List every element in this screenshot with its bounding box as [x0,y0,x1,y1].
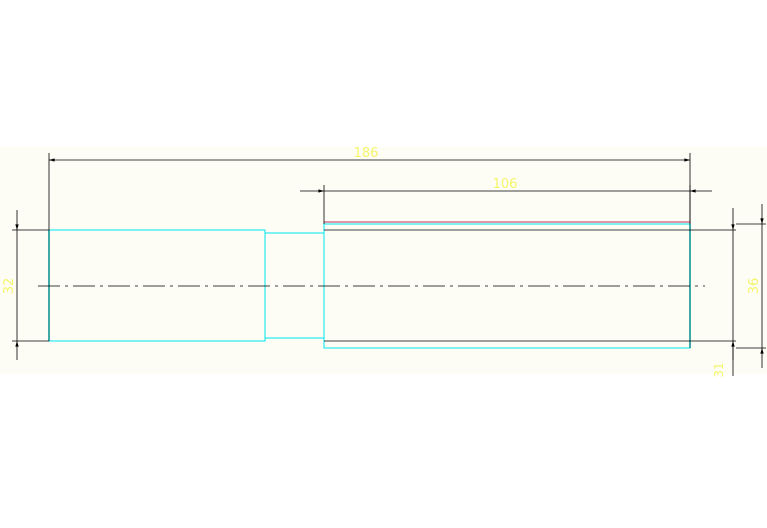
dimension-186-label: 186 [354,146,379,161]
dimension-106 [300,185,712,224]
dimension-36-label: 36 [747,278,762,295]
drawing-sheet [0,147,767,374]
dimension-32 [12,210,49,360]
dimension-32-label: 32 [2,278,17,295]
dimension-106-label: 106 [493,177,518,192]
dimension-31-label: 31 [712,362,726,377]
dimension-36 [736,204,766,368]
